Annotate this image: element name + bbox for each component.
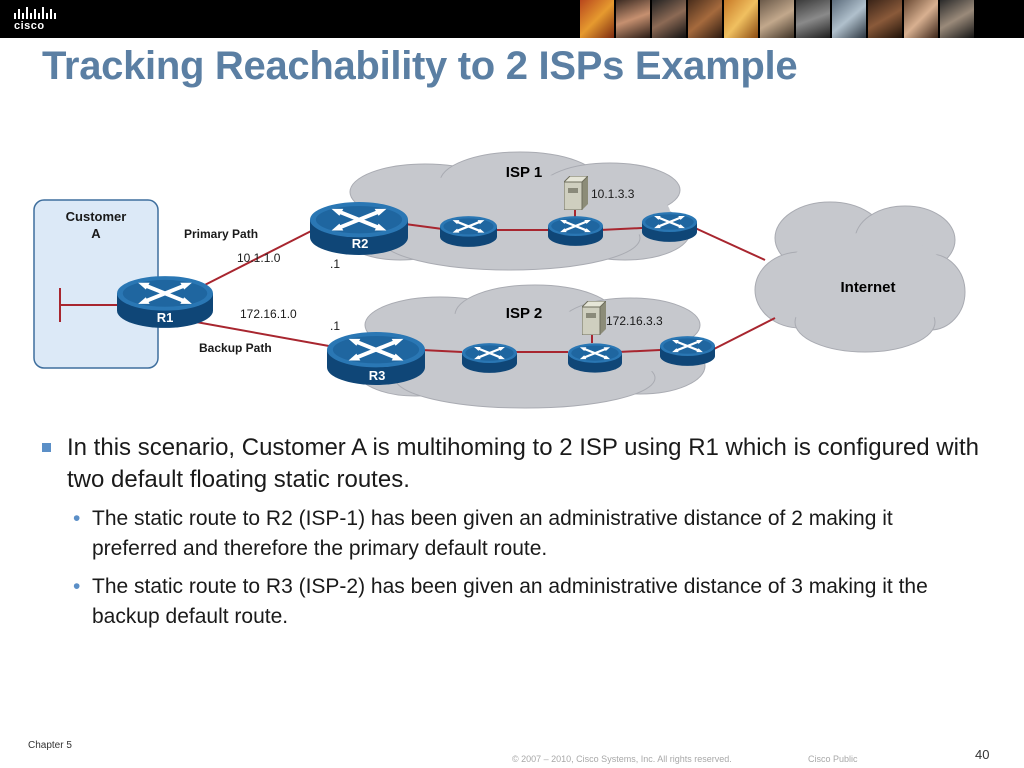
router-r2-label: R2 — [352, 236, 369, 251]
slide-title: Tracking Reachability to 2 ISPs Example — [42, 44, 798, 88]
router-r1-label: R1 — [157, 310, 174, 325]
network-links — [184, 208, 776, 353]
server1-address-label: 10.1.3.3 — [591, 187, 635, 201]
router-r3-label: R3 — [369, 368, 386, 383]
bullet-main: In this scenario, Customer A is multihom… — [40, 432, 980, 496]
link-isp1b-isp1c — [599, 227, 643, 231]
bullet-main-text: In this scenario, Customer A is multihom… — [67, 434, 979, 493]
customer-label-line1: Customer — [66, 209, 127, 224]
logo-text: cisco — [14, 20, 45, 32]
header-photo — [688, 0, 722, 38]
router-isp2a-icon[interactable] — [462, 343, 517, 373]
server1-icon[interactable] — [564, 176, 588, 210]
footer-chapter: Chapter 5 — [28, 740, 72, 751]
header-photo — [724, 0, 758, 38]
header-photo — [652, 0, 686, 38]
header-photo — [904, 0, 938, 38]
link-r1-r3 — [184, 319, 341, 349]
header-photo — [796, 0, 830, 38]
bullet-sub-1: • The static route to R2 (ISP-1) has bee… — [67, 504, 980, 564]
server2-icon[interactable] — [582, 301, 606, 335]
router-isp2b-icon[interactable] — [568, 343, 622, 373]
router-isp2c-icon[interactable] — [660, 336, 715, 366]
bullet-sub-1-text: The static route to R2 (ISP-1) has been … — [92, 507, 893, 560]
page-number: 40 — [975, 747, 990, 762]
bullet-list: In this scenario, Customer A is multihom… — [40, 432, 980, 632]
isp2-label: ISP 2 — [506, 305, 542, 322]
network-diagram: Customer A Primary Path Backup Path 10.1… — [33, 151, 966, 409]
primary-path-label: Primary Path — [184, 227, 258, 241]
footer-copyright: © 2007 – 2010, Cisco Systems, Inc. All r… — [512, 754, 732, 764]
link-isp2b-isp2c — [617, 349, 661, 353]
router-isp1c-icon[interactable] — [642, 212, 697, 242]
link-r1-r2 — [184, 223, 326, 296]
header-bar: cisco — [0, 0, 1024, 38]
header-photo — [868, 0, 902, 38]
link-r3-isp2a — [421, 349, 463, 353]
square-bullet-icon — [42, 443, 51, 452]
link-isp1c-internet — [694, 227, 766, 261]
header-photo — [940, 0, 974, 38]
router-isp1b-icon[interactable] — [548, 216, 603, 246]
header-photo-strip — [580, 0, 976, 38]
isp1-label: ISP 1 — [506, 164, 542, 181]
dot-bullet-icon: • — [73, 507, 81, 530]
r2-address-label: .1 — [330, 257, 340, 271]
internet-cloud — [754, 201, 966, 353]
bullet-sub-2-text: The static route to R3 (ISP-2) has been … — [92, 575, 928, 628]
r3-address-label: .1 — [330, 319, 340, 333]
header-photo — [760, 0, 794, 38]
header-photo — [832, 0, 866, 38]
footer-classification: Cisco Public — [808, 754, 858, 764]
server2-address-label: 172.16.3.3 — [606, 314, 663, 328]
cisco-logo-icon — [14, 7, 56, 19]
dot-bullet-icon: • — [73, 575, 81, 598]
customer-label-line2: A — [91, 226, 101, 241]
net-backup-label: 172.16.1.0 — [240, 307, 297, 321]
net-primary-label: 10.1.1.0 — [237, 251, 281, 265]
internet-label: Internet — [840, 279, 895, 296]
backup-path-label: Backup Path — [199, 341, 272, 355]
header-photo — [580, 0, 614, 38]
router-isp1a-icon[interactable] — [440, 216, 497, 247]
link-isp2c-internet — [711, 317, 776, 351]
header-photo — [616, 0, 650, 38]
bullet-sub-2: • The static route to R3 (ISP-2) has bee… — [67, 572, 980, 632]
